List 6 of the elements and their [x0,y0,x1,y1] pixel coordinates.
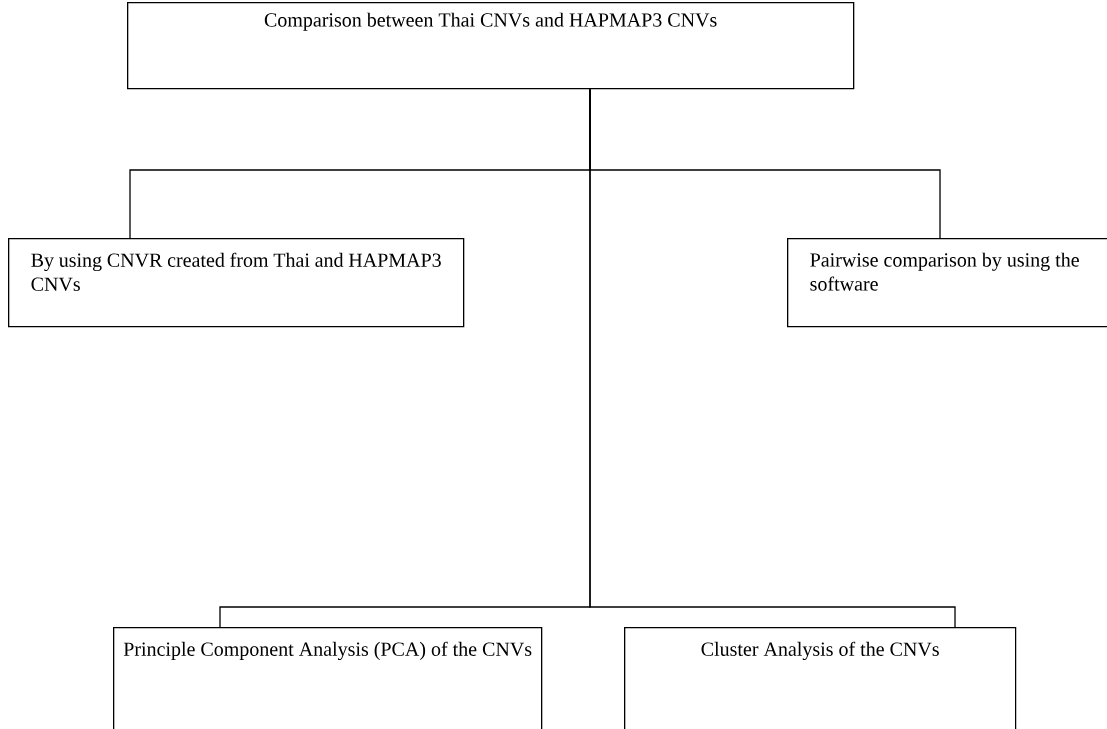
process-box: Pairwise comparison by using the software [787,238,1107,328]
process-box: Cluster Analysis of the CNVs [624,627,1017,729]
connector-line [589,88,956,628]
process-box: By using CNVR created from Thai and HAPMAP3 CNVs [8,238,465,328]
process-box: Principle Component Analysis (PCA) of the CNVs [113,627,543,729]
process-box: Comparison between Thai CNVs and HAPMAP3 CNVs [127,2,855,90]
